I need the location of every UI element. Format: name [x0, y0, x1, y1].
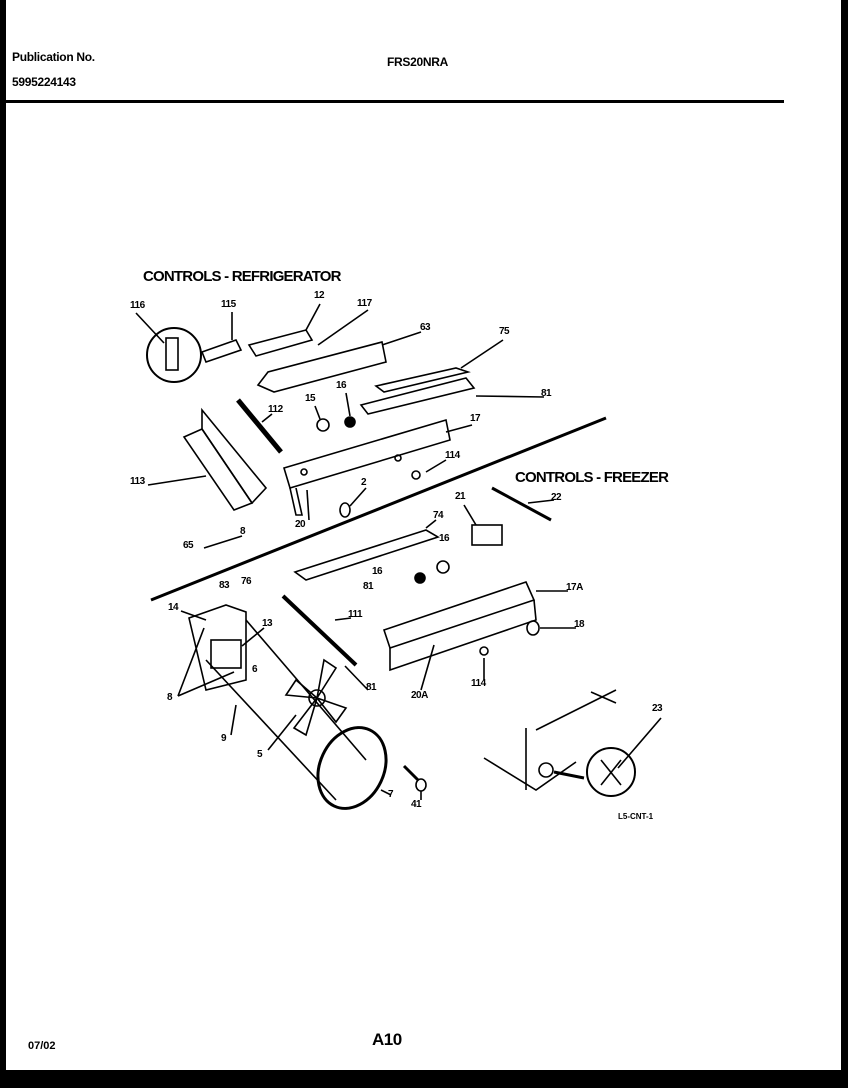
callout-14: 14 — [168, 602, 179, 613]
callout-12: 12 — [314, 290, 325, 301]
callout-17a: 17A — [566, 582, 583, 593]
callout-111: 111 — [348, 609, 363, 620]
callout-113: 113 — [130, 476, 145, 487]
callout-114b: 114 — [471, 678, 486, 689]
footer-page-number: A10 — [372, 1030, 402, 1049]
callout-6: 6 — [252, 664, 258, 675]
section-title-refrigerator: CONTROLS - REFRIGERATOR — [143, 268, 342, 285]
callout-114: 114 — [445, 450, 460, 461]
callout-81c: 81 — [366, 682, 377, 693]
callout-16c: 16 — [372, 566, 383, 577]
callout-18: 18 — [574, 619, 585, 630]
callout-21: 21 — [455, 491, 466, 502]
callout-2: 2 — [361, 477, 367, 488]
section-title-freezer: CONTROLS - FREEZER — [515, 469, 669, 486]
callout-16: 16 — [336, 380, 347, 391]
callout-81b: 81 — [363, 581, 374, 592]
callout-116: 116 — [130, 300, 145, 311]
drawing-code: L5-CNT-1 — [618, 812, 654, 821]
callout-81: 81 — [541, 388, 552, 399]
callout-117: 117 — [357, 298, 372, 309]
model-number: FRS20NRA — [387, 55, 448, 69]
callout-75: 75 — [499, 326, 510, 337]
callout-76: 76 — [241, 576, 252, 587]
publication-number: 5995224143 — [12, 75, 76, 89]
callout-20: 20 — [295, 519, 306, 530]
callout-63: 63 — [420, 322, 431, 333]
parts-diagram-page: Publication No. 5995224143 FRS20NRA CONT… — [6, 0, 841, 1070]
callout-15: 15 — [305, 393, 316, 404]
callout-23: 23 — [652, 703, 663, 714]
exploded-parts-drawing — [135, 303, 662, 810]
callout-7: 7 — [388, 789, 394, 800]
callout-41: 41 — [411, 799, 422, 810]
publication-label: Publication No. — [12, 50, 95, 64]
header-rule — [6, 100, 784, 103]
callout-115: 115 — [221, 299, 236, 310]
callout-16b: 16 — [439, 533, 450, 544]
callout-8: 8 — [240, 526, 246, 537]
footer-date: 07/02 — [28, 1040, 56, 1052]
callout-9: 9 — [221, 733, 227, 744]
callout-13: 13 — [262, 618, 273, 629]
callout-20a: 20A — [411, 690, 428, 701]
callout-83: 83 — [219, 580, 230, 591]
callout-22: 22 — [551, 492, 562, 503]
callout-65: 65 — [183, 540, 194, 551]
callout-112: 112 — [268, 404, 283, 415]
callout-5: 5 — [257, 749, 263, 760]
callout-74: 74 — [433, 510, 444, 521]
callout-8b: 8 — [167, 692, 173, 703]
callout-17: 17 — [470, 413, 481, 424]
